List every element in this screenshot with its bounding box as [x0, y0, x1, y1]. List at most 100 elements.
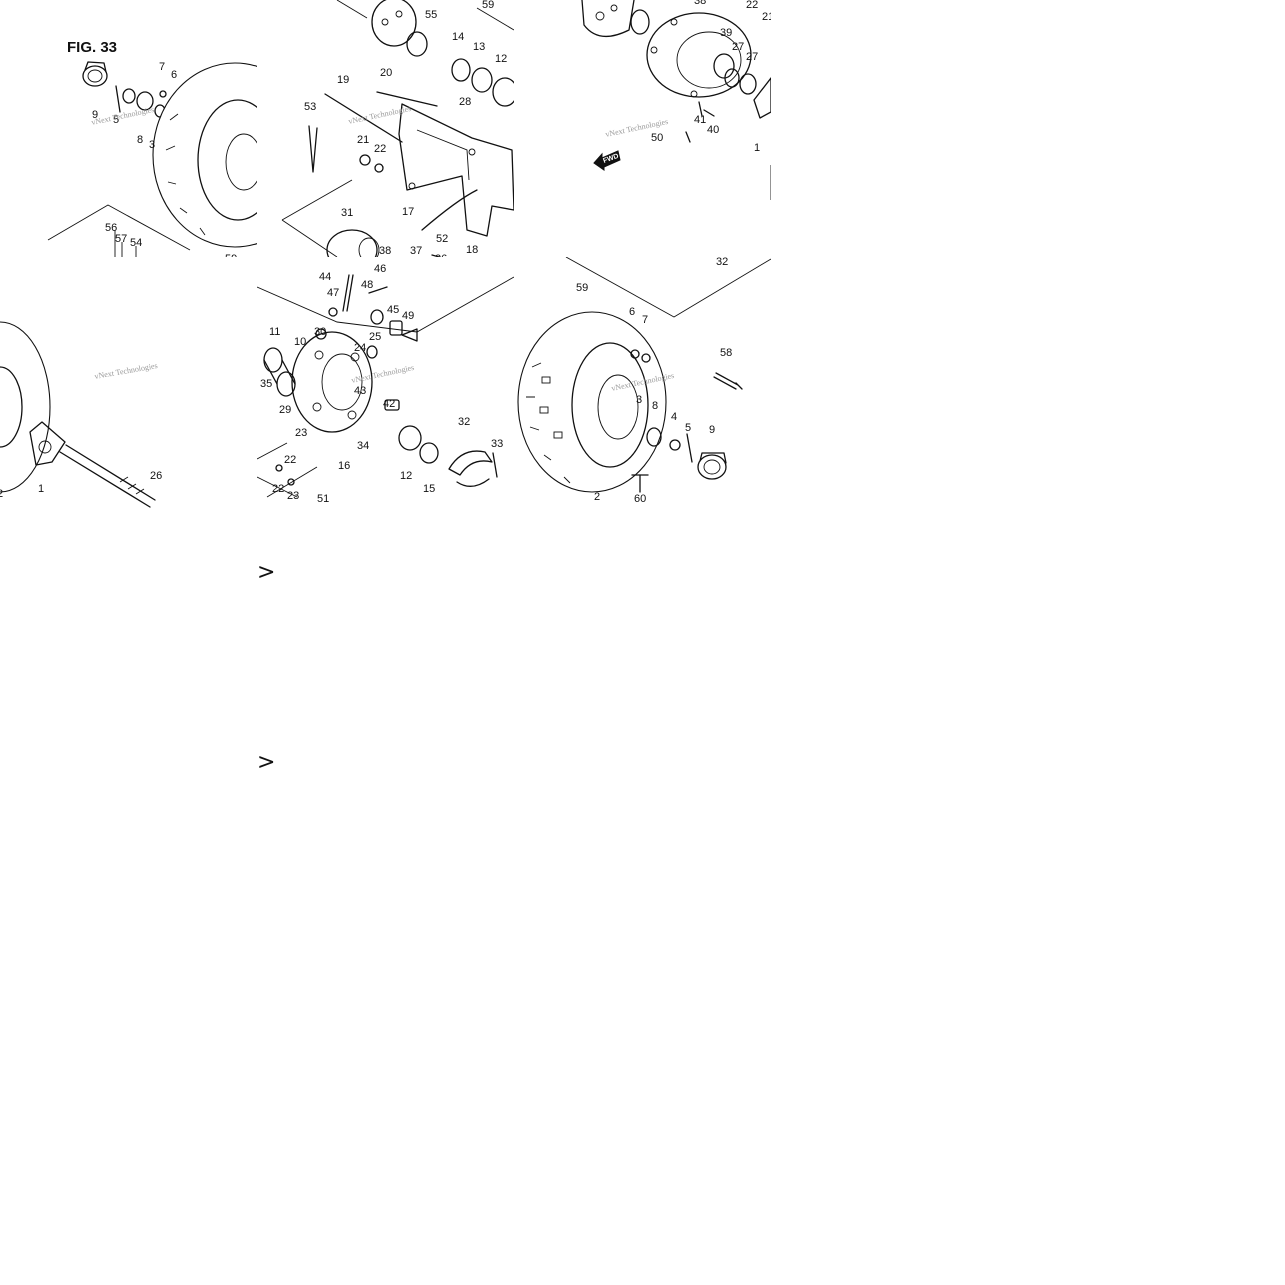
- part-number: 9: [709, 424, 715, 436]
- part-number: 32: [716, 257, 728, 268]
- watermark-text: vNext Technologies: [94, 361, 159, 381]
- part-number: 15: [423, 483, 435, 495]
- part-number: 49: [402, 310, 414, 322]
- part-number: 54: [130, 237, 142, 249]
- diagram-tile-frame-bracket-svg: 55 59 14 13 12 19 20 53 28 21 22 17 31 5…: [281, 0, 514, 257]
- diagram-tile-left-wheel: FIG. 33: [0, 0, 257, 257]
- part-number: 1: [38, 483, 44, 495]
- diagram-tile-right-wheel: 32 59 6 7 58 3 8 4 5 9 2 60 vNext Techno…: [514, 257, 771, 514]
- part-number: 39: [720, 27, 732, 39]
- part-number: 45: [387, 304, 399, 316]
- part-number: 26: [150, 470, 162, 482]
- part-number: 40: [707, 124, 719, 136]
- part-number: 7: [159, 61, 165, 73]
- part-number: 24: [354, 342, 366, 354]
- part-number: 8: [652, 400, 658, 412]
- part-number: 6: [171, 69, 177, 81]
- brake-panel-part: [291, 331, 373, 433]
- part-number: 56: [105, 222, 117, 234]
- part-number: 2: [594, 491, 600, 503]
- part-number: 42: [383, 398, 395, 410]
- wheel-hub-part: [371, 0, 428, 57]
- watermark-text: vNext Technologies: [91, 105, 155, 127]
- part-number: 38: [379, 245, 391, 257]
- part-number: 52: [436, 233, 448, 245]
- part-number: 36: [435, 253, 447, 257]
- part-number: 59: [482, 0, 494, 11]
- part-number: 59: [576, 282, 588, 294]
- part-number: 50: [651, 132, 663, 144]
- part-number: 3: [149, 139, 155, 151]
- diagram-tile-brake-panel: 44 46 47 48 45 49 11 30 10 24 25 35 43 4…: [257, 257, 514, 514]
- part-number: 34: [357, 440, 369, 452]
- brake-housing-part: [646, 12, 752, 98]
- part-number: 37: [410, 245, 422, 257]
- frame-bracket-part: [398, 103, 514, 237]
- part-number: 58: [720, 347, 732, 359]
- watermark-text: vNext Technologies: [351, 363, 415, 385]
- part-number: 44: [319, 271, 331, 283]
- diagram-tile-axle-svg: 2 1 26 vNext Technologies: [0, 321, 162, 508]
- part-number: 17: [402, 206, 414, 218]
- part-number: 27: [732, 41, 744, 53]
- left-wheel-tyre: [152, 62, 257, 248]
- part-number: 22: [374, 143, 386, 155]
- part-number: 2: [0, 488, 3, 500]
- part-number: 57: [115, 233, 127, 245]
- diagram-tile-left-wheel-svg: FIG. 33: [47, 39, 257, 257]
- part-number: 11: [269, 326, 280, 338]
- part-number: 14: [452, 31, 464, 43]
- part-number: 28: [459, 96, 471, 108]
- part-number: 33: [491, 438, 503, 450]
- part-number: 6: [629, 306, 635, 318]
- part-number: 22: [746, 0, 758, 11]
- part-number: 29: [279, 404, 291, 416]
- part-number: 9: [92, 109, 98, 121]
- part-number: 13: [473, 41, 485, 53]
- castle-nut-part: [697, 452, 727, 480]
- part-number: 41: [694, 114, 706, 126]
- part-number: 51: [317, 493, 329, 505]
- part-number: 59: [225, 253, 237, 257]
- part-number: 25: [369, 331, 381, 343]
- part-number: 31: [341, 207, 353, 219]
- part-number: 21: [357, 134, 369, 146]
- part-number: 7: [642, 314, 648, 326]
- part-number: 53: [304, 101, 316, 113]
- part-number: 8: [137, 134, 143, 146]
- part-number: 4: [671, 411, 677, 423]
- part-number: 32: [458, 416, 470, 428]
- diagram-tile-brake-housing-svg: FWD 38 22 21 39 27 27 41 40 50 1 vNext T…: [581, 0, 771, 200]
- part-number: 38: [694, 0, 706, 7]
- stray-arrow-fragment: >: [257, 750, 276, 775]
- part-number: 1: [754, 142, 760, 154]
- part-number: 55: [425, 9, 437, 21]
- diagram-tile-right-wheel-svg: 32 59 6 7 58 3 8 4 5 9 2 60 vNext Techno…: [517, 257, 771, 505]
- part-number: 35: [260, 378, 272, 390]
- part-number: 20: [380, 67, 392, 79]
- part-number: 60: [634, 493, 646, 505]
- part-number: 12: [495, 53, 507, 65]
- axle-shaft-part: [59, 444, 156, 508]
- figure-title: FIG. 33: [67, 39, 117, 56]
- part-number: 22: [272, 483, 284, 495]
- part-number: 48: [361, 279, 373, 291]
- part-number: 3: [636, 394, 642, 406]
- part-number: 19: [337, 74, 349, 86]
- part-number: 12: [400, 470, 412, 482]
- part-number: 10: [294, 336, 306, 348]
- sleeve-part: [263, 347, 296, 397]
- diagram-tile-brake-housing: FWD 38 22 21 39 27 27 41 40 50 1 vNext T…: [514, 0, 771, 257]
- part-number: 23: [295, 427, 307, 439]
- part-number: 21: [762, 11, 771, 23]
- part-number: 27: [746, 51, 758, 63]
- part-number: 16: [338, 460, 350, 472]
- diagram-tile-brake-panel-svg: 44 46 47 48 45 49 11 30 10 24 25 35 43 4…: [257, 263, 514, 505]
- part-number: 47: [327, 287, 339, 299]
- right-wheel-tyre: [517, 311, 667, 493]
- part-number: 18: [466, 244, 478, 256]
- wheel-tyre-partial: [0, 321, 51, 493]
- watermark-text: vNext Technologies: [348, 104, 412, 126]
- diagram-tile-frame-bracket: 55 59 14 13 12 19 20 53 28 21 22 17 31 5…: [257, 0, 514, 257]
